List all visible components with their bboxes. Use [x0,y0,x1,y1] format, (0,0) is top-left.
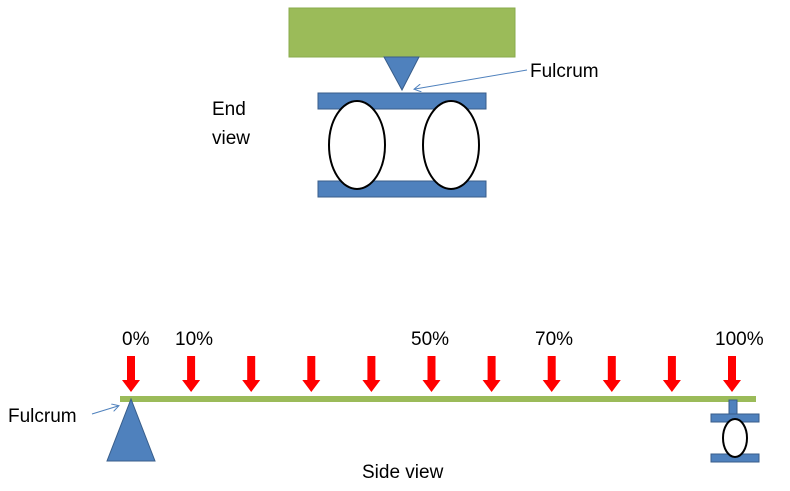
percent-label-100: 100% [715,329,764,350]
side-view-fulcrum-callout [91,406,118,415]
trolley-stem [728,399,738,415]
end-view: Fulcrum End view [212,7,599,198]
end-view-top-beam [288,7,516,58]
end-view-left-wheel [328,100,386,190]
load-arrow-2 [242,356,261,392]
side-view: 0% 10% 50% 70% 100% Fulcrum Side view [8,329,764,483]
side-view-fulcrum-label: Fulcrum [8,406,77,427]
side-view-beam [120,396,756,402]
load-arrow-10 [723,356,741,392]
load-arrow-5 [422,356,441,392]
load-arrow-4 [362,356,381,392]
trolley-wheel [722,418,748,458]
load-arrow-6 [482,356,501,392]
end-view-fulcrum-callout [415,69,528,89]
load-arrow-9 [662,356,681,392]
load-arrow-0 [122,356,140,392]
end-view-label-line1: End [212,99,246,120]
percent-label-70: 70% [535,329,573,350]
end-view-label-line2: view [212,128,250,149]
load-arrow-7 [542,356,561,392]
load-arrows [122,356,741,392]
percent-label-50: 50% [411,329,449,350]
side-view-fulcrum-triangle [106,397,156,462]
side-view-trolley [710,399,760,463]
percent-label-10: 10% [175,329,213,350]
end-view-right-wheel [422,100,480,190]
end-view-fulcrum-label: Fulcrum [530,61,599,82]
end-view-fulcrum-wedge [383,56,420,92]
load-arrow-3 [302,356,321,392]
percent-label-0: 0% [122,329,150,350]
load-arrow-8 [602,356,621,392]
load-arrow-1 [182,356,201,392]
side-view-label: Side view [362,462,444,483]
